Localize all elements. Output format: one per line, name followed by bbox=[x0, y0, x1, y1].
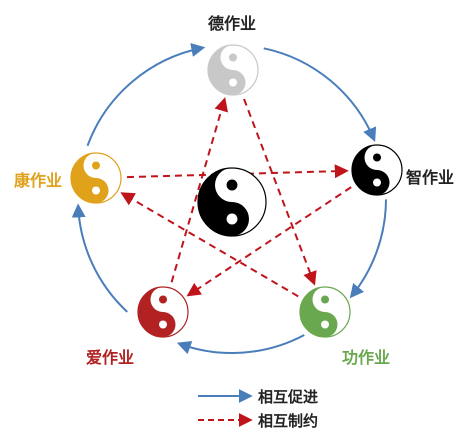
node-label-zhi: 智作业 bbox=[406, 168, 454, 187]
yin-yang-icon-gong bbox=[299, 286, 351, 338]
promote-arrow bbox=[71, 203, 128, 313]
node-label-de: 德作业 bbox=[208, 14, 256, 33]
yin-yang-icon-de bbox=[207, 44, 259, 96]
restrain-arrow bbox=[243, 98, 317, 286]
promote-arrows bbox=[71, 43, 387, 355]
node-label-gong: 功作业 bbox=[342, 348, 390, 367]
legend-promote-label: 相互促进 bbox=[258, 388, 318, 406]
legend: 相互促进 相互制约 bbox=[198, 388, 318, 430]
promote-arrow bbox=[86, 43, 206, 147]
center-yin-yang-icon bbox=[197, 167, 267, 237]
yin-yang-nodes bbox=[70, 44, 403, 338]
restrain-arrow bbox=[170, 97, 228, 283]
center-yin-yang-icon bbox=[197, 167, 267, 237]
promote-arrow bbox=[349, 199, 387, 299]
promote-arrow bbox=[263, 47, 377, 142]
node-label-kang: 康作业 bbox=[14, 171, 62, 190]
yin-yang-icon-zhi bbox=[351, 144, 403, 196]
yin-yang-icon-kang bbox=[70, 152, 122, 204]
promote-arrow bbox=[176, 334, 305, 355]
restrain-arrow bbox=[120, 192, 299, 298]
restrain-arrow bbox=[186, 186, 352, 297]
yin-yang-icon-ai bbox=[137, 286, 189, 338]
legend-restrain-label: 相互制约 bbox=[258, 412, 318, 430]
node-label-ai: 爱作业 bbox=[86, 348, 134, 367]
